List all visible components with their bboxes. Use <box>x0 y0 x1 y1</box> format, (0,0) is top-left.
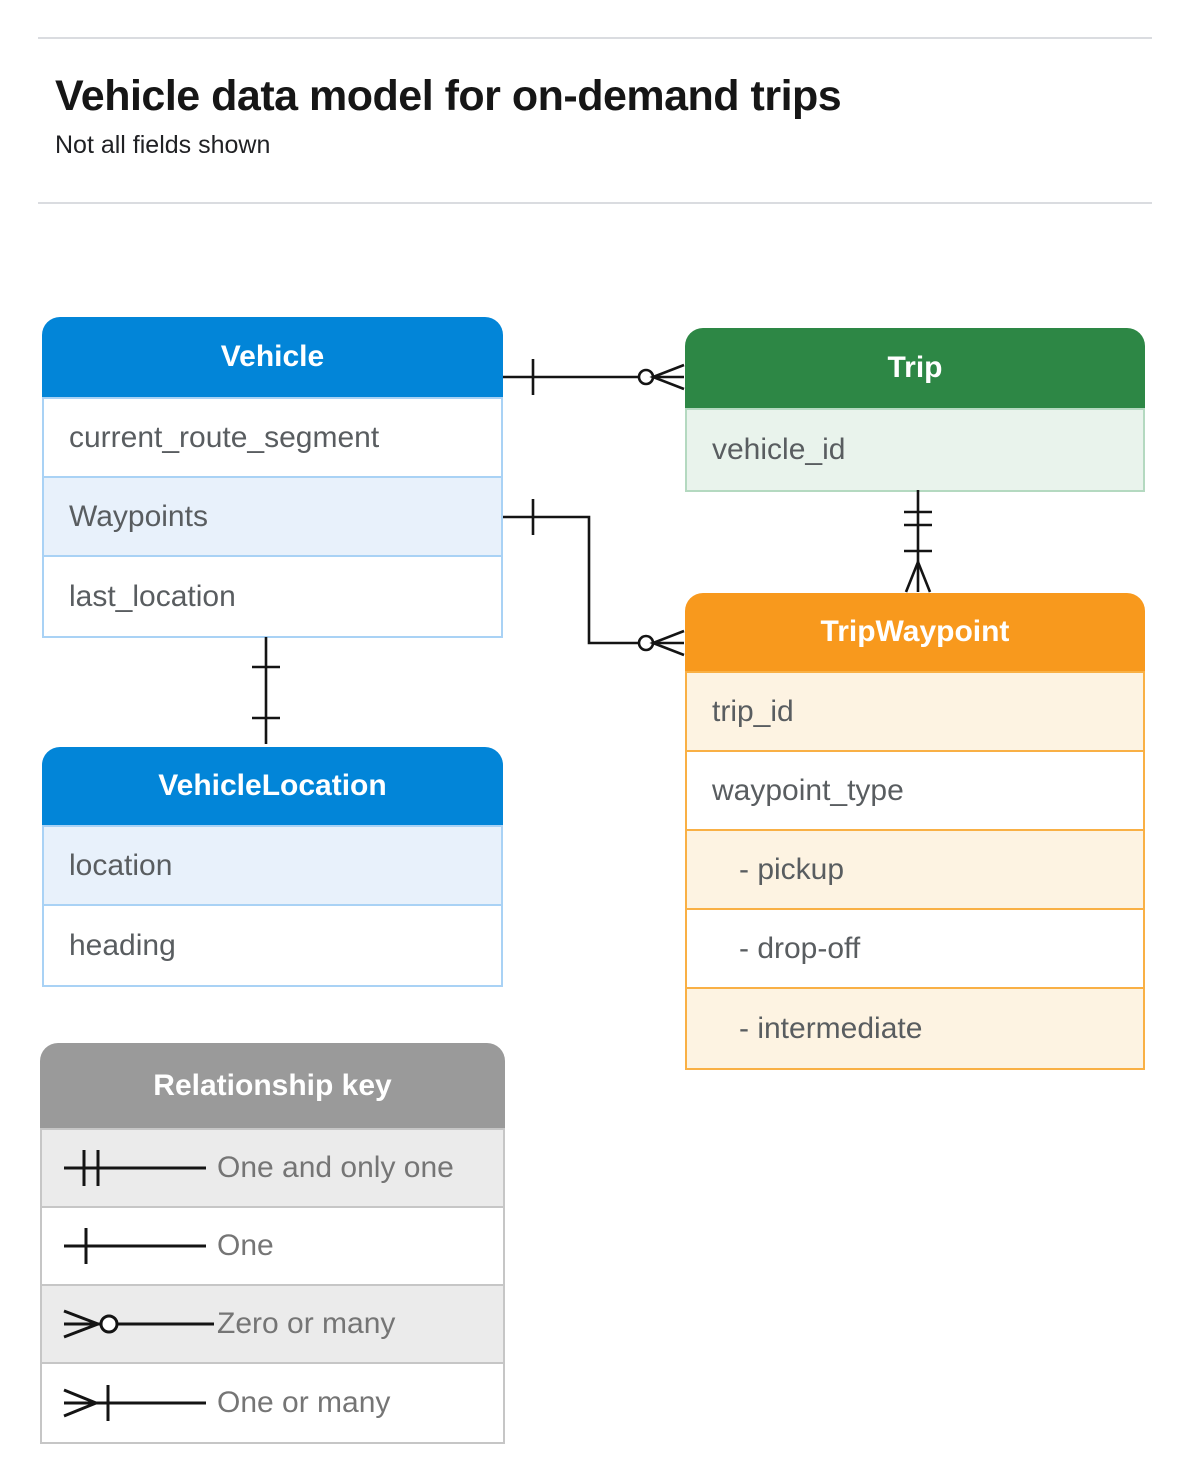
field-label: - pickup <box>739 852 845 886</box>
key-row: One and only one <box>42 1130 503 1208</box>
one-or-many-symbol <box>63 1385 206 1421</box>
entity-field-row: - intermediate <box>687 989 1143 1068</box>
key-label: Zero or many <box>217 1307 396 1340</box>
entity-field-row: waypoint_type <box>687 752 1143 831</box>
entity-vehicle-location: VehicleLocation location heading <box>42 747 503 987</box>
entity-field-row: - drop-off <box>687 910 1143 989</box>
header-divider <box>38 202 1152 204</box>
field-label: waypoint_type <box>712 773 904 807</box>
entity-field-row: current_route_segment <box>44 399 501 478</box>
field-label: vehicle_id <box>712 433 846 466</box>
entity-vehicle: Vehicle current_route_segment Waypoints … <box>42 317 503 638</box>
page-title: Vehicle data model for on-demand trips <box>55 72 842 120</box>
relationship-key: Relationship key One and only one One <box>40 1043 505 1444</box>
entity-trip-waypoint: TripWaypoint trip_id waypoint_type - pic… <box>685 593 1145 1070</box>
entity-title: Vehicle <box>220 340 325 373</box>
key-label: One or many <box>217 1386 391 1419</box>
entity-vehicle-fields: current_route_segment Waypoints last_loc… <box>42 397 503 638</box>
entity-trip-header: Trip <box>685 328 1145 408</box>
connector-vehicle-tripwaypoint <box>503 499 685 657</box>
field-label: last_location <box>69 579 236 613</box>
connector-trip-tripwaypoint <box>904 490 932 593</box>
one-symbol <box>64 1228 206 1264</box>
entity-field-row: vehicle_id <box>687 410 1143 490</box>
entity-vehicle-location-header: VehicleLocation <box>42 747 503 825</box>
entity-field-row: last_location <box>44 557 501 636</box>
zero-or-many-symbol <box>63 1309 214 1339</box>
entity-vehicle-location-fields: location heading <box>42 825 503 987</box>
one-and-only-one-symbol <box>64 1150 206 1186</box>
field-label: trip_id <box>712 694 794 728</box>
connector-vehicle-vehiclelocation <box>252 637 280 744</box>
entity-field-row: Waypoints <box>44 478 501 557</box>
field-label: - intermediate <box>739 1011 923 1045</box>
key-row: Zero or many <box>42 1286 503 1364</box>
entity-field-row: trip_id <box>687 673 1143 752</box>
entity-vehicle-header: Vehicle <box>42 317 503 397</box>
entity-field-row: location <box>44 827 501 906</box>
entity-trip-fields: vehicle_id <box>685 408 1145 492</box>
entity-title: VehicleLocation <box>158 769 387 802</box>
entity-field-row: - pickup <box>687 831 1143 910</box>
entity-title: Trip <box>887 351 943 384</box>
field-label: Waypoints <box>69 499 208 533</box>
field-label: heading <box>69 928 176 962</box>
relationship-key-rows: One and only one One Zero or many <box>40 1128 505 1444</box>
page-subtitle: Not all fields shown <box>55 131 271 159</box>
relationship-key-title: Relationship key <box>153 1068 392 1102</box>
connector-vehicle-trip <box>503 359 685 395</box>
entity-trip: Trip vehicle_id <box>685 328 1145 492</box>
entity-trip-waypoint-header: TripWaypoint <box>685 593 1145 671</box>
field-label: location <box>69 848 173 882</box>
key-row: One or many <box>42 1364 503 1442</box>
entity-field-row: heading <box>44 906 501 985</box>
key-label: One <box>217 1229 274 1262</box>
field-label: - drop-off <box>739 931 861 965</box>
relationship-key-header: Relationship key <box>40 1043 505 1128</box>
top-divider <box>38 37 1152 39</box>
field-label: current_route_segment <box>69 420 380 454</box>
entity-trip-waypoint-fields: trip_id waypoint_type - pickup - drop-of… <box>685 671 1145 1070</box>
key-row: One <box>42 1208 503 1286</box>
key-label: One and only one <box>217 1151 454 1184</box>
entity-title: TripWaypoint <box>820 615 1010 648</box>
